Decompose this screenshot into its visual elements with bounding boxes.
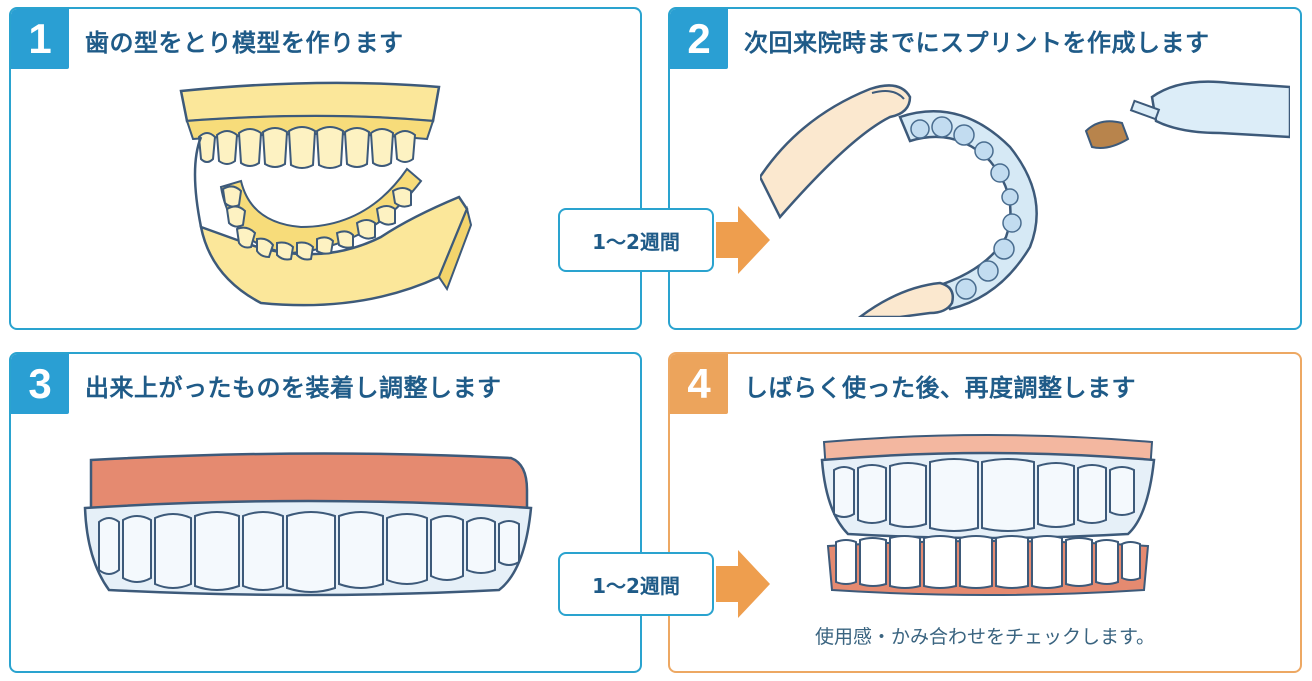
step-number-badge: 3 (11, 354, 69, 414)
step-number-badge: 2 (670, 9, 728, 69)
step-number-badge: 4 (670, 354, 728, 414)
readjustment-illustration (820, 434, 1156, 596)
interval-label: 1〜2週間 (558, 208, 714, 272)
step-panel-2: 2 次回来院時までにスプリントを作成します (668, 7, 1302, 330)
step-title: 歯の型をとり模型を作ります (85, 29, 404, 57)
splint-illustration (760, 80, 1290, 317)
interval-label: 1〜2週間 (558, 552, 714, 616)
step-panel-3: 3 出来上がったものを装着し調整します (9, 352, 642, 673)
step-panel-4: 4 しばらく使った後、再度調整します (668, 352, 1302, 673)
step-title: 次回来院時までにスプリントを作成します (744, 29, 1210, 57)
step-note: 使用感・かみ合わせをチェックします。 (814, 626, 1156, 648)
right-arrow-icon (716, 550, 770, 618)
right-arrow-icon (716, 206, 770, 274)
step-title: しばらく使った後、再度調整します (744, 374, 1136, 402)
fitted-splint-illustration (83, 452, 533, 597)
dental-model-illustration (179, 81, 473, 307)
step-title: 出来上がったものを装着し調整します (85, 374, 502, 402)
step-panel-1: 1 歯の型をとり模型を作ります (9, 7, 642, 330)
step-number-badge: 1 (11, 9, 69, 69)
